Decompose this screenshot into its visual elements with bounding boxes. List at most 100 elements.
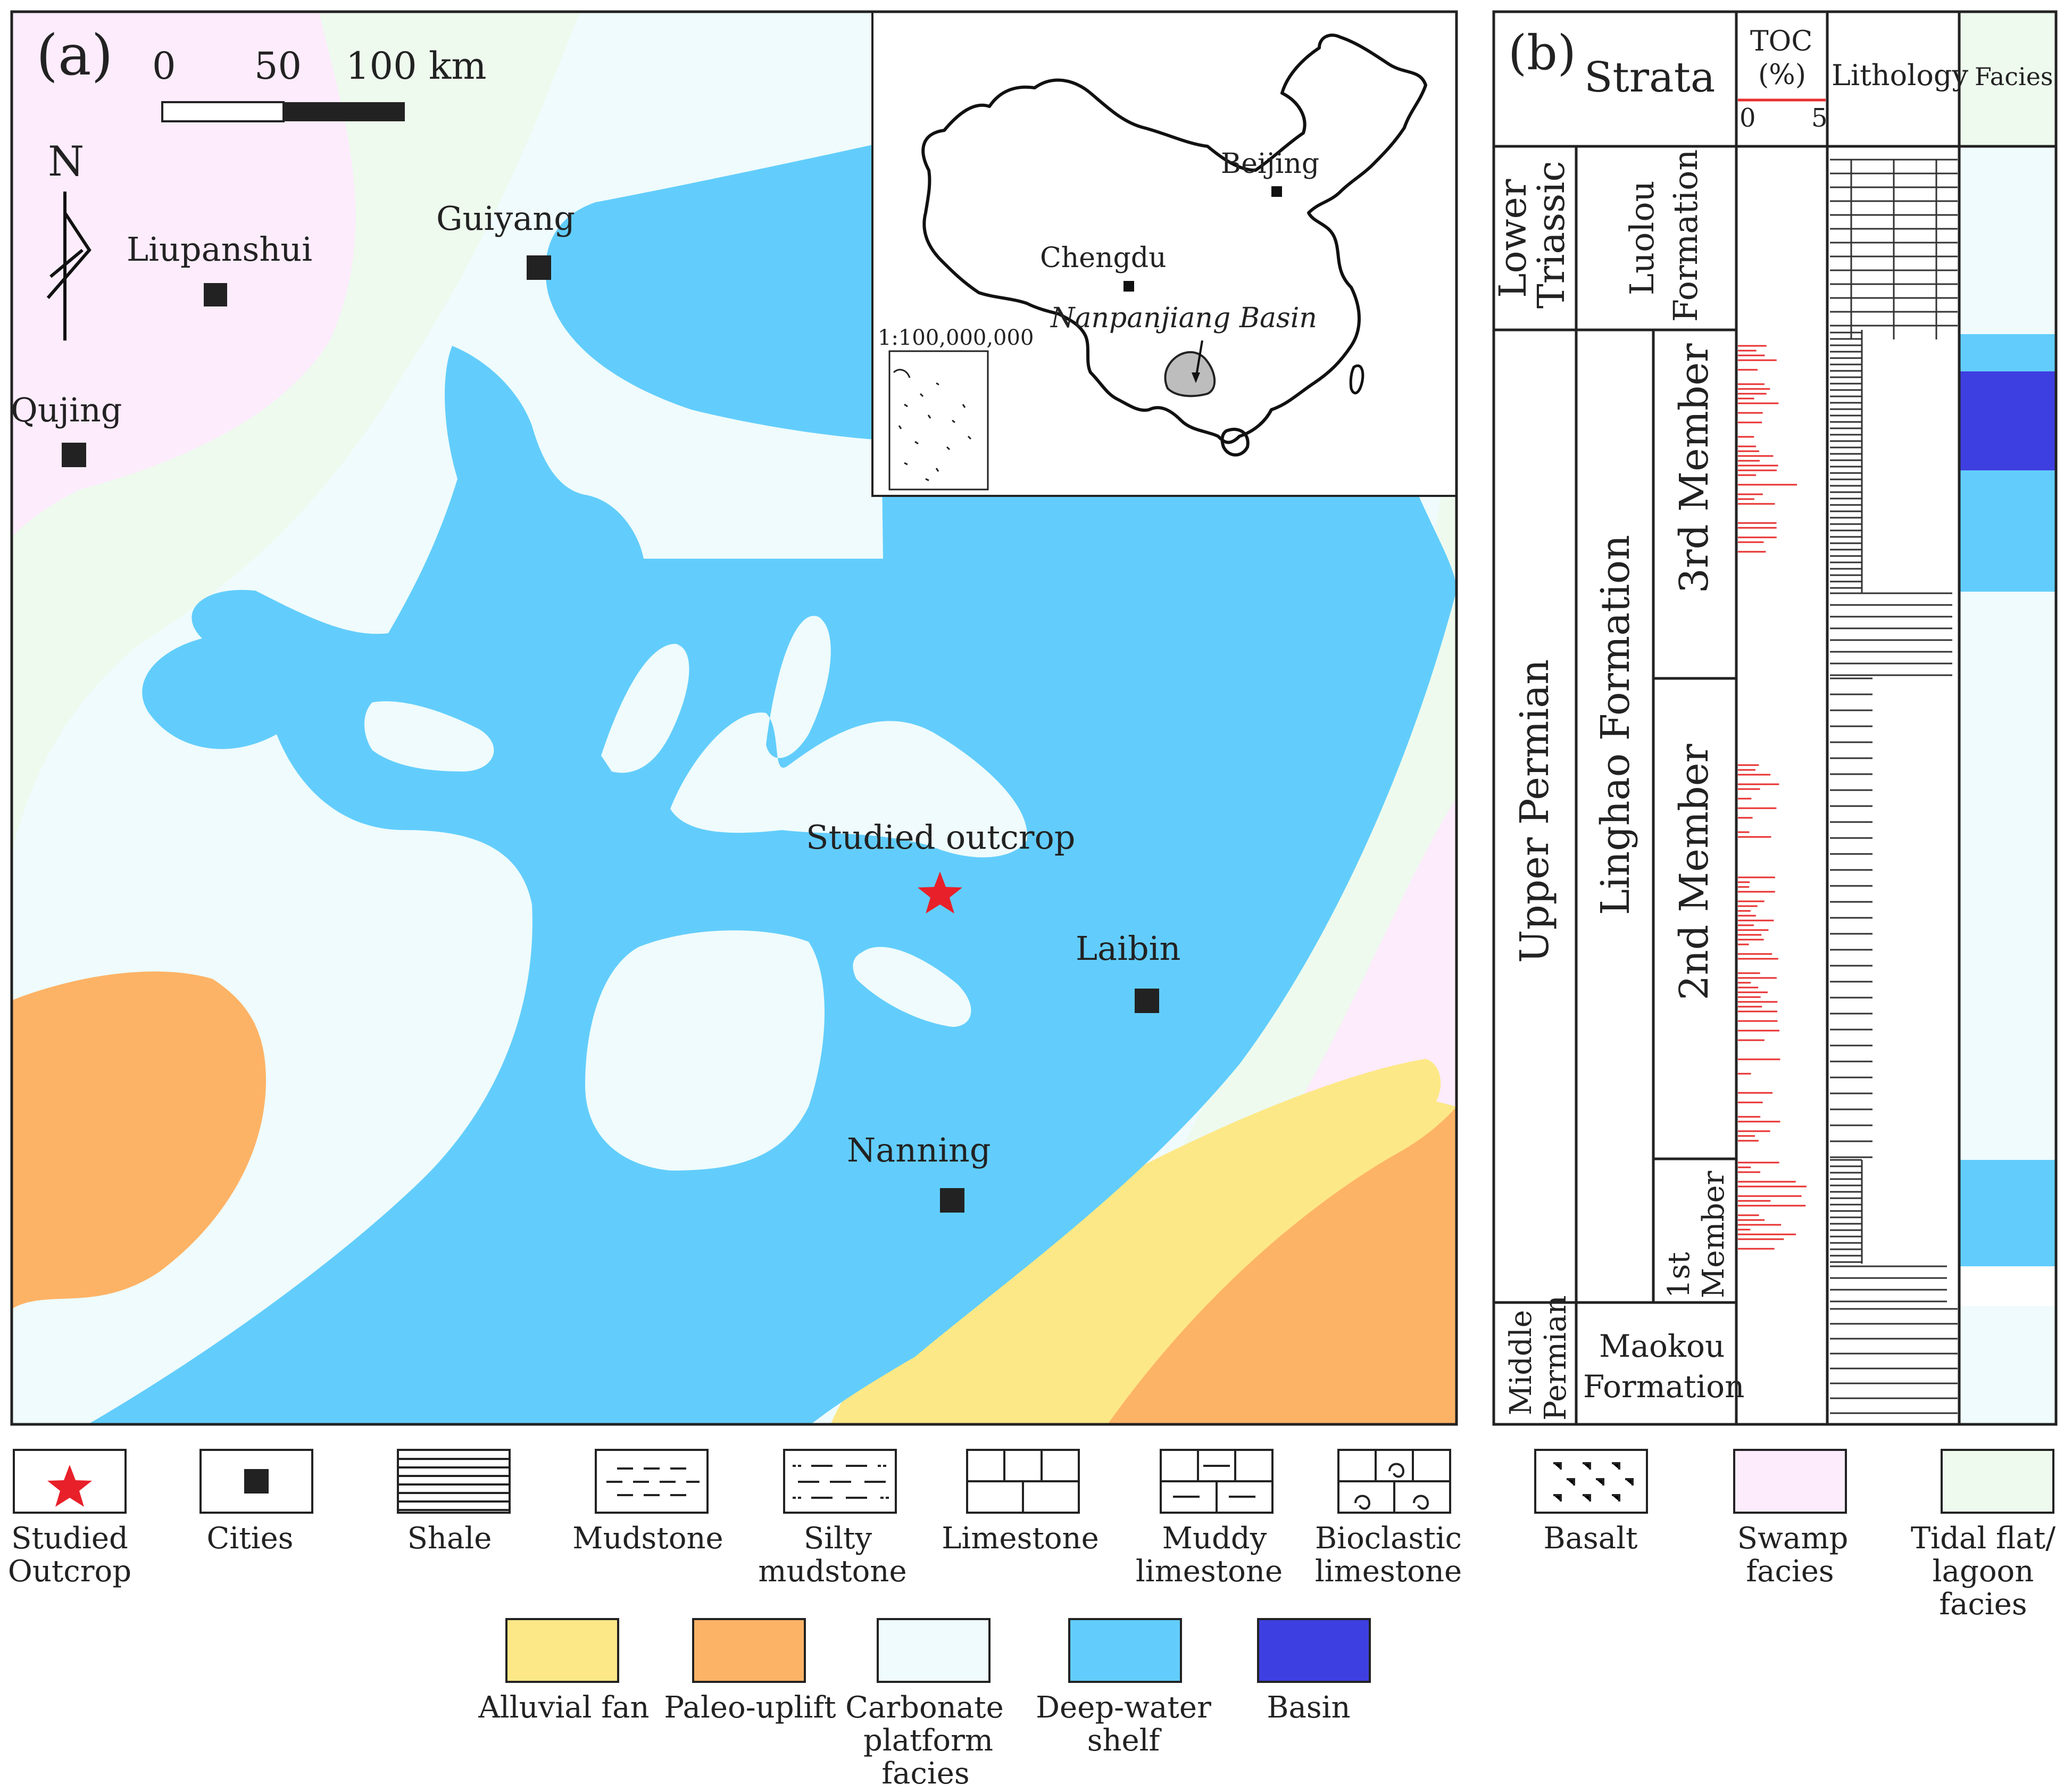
legend-box-alluvial: [505, 1618, 619, 1683]
map-frame: [10, 10, 1458, 1426]
series-lower-1: Lower: [1491, 179, 1535, 298]
legend-label-bioclastic-1: Bioclastic: [1315, 1521, 1462, 1556]
legend-label-deepwater-2: shelf: [1087, 1723, 1162, 1758]
legend-label-mudstone: Mudstone: [572, 1521, 723, 1556]
facies-white-gap: [1959, 1266, 2056, 1306]
basin-label: Nanpanjiang Basin: [1050, 302, 1317, 334]
member-first-1: 1st: [1662, 1252, 1696, 1298]
guiyang-label: Guiyang: [436, 199, 575, 238]
paleo-uplift-region-sw: [12, 971, 266, 1309]
north-arrow: N: [46, 138, 91, 341]
liupanshui-label: Liupanshui: [127, 230, 312, 269]
legend: Studied Outcrop Cities Shale Mudstone Si…: [8, 1449, 2055, 1791]
legend-box-basalt: [1534, 1449, 1648, 1514]
legend-box-carbonate: [877, 1618, 991, 1683]
toc-header-2: (%): [1758, 59, 1806, 91]
member-second: 2nd Member: [1671, 743, 1717, 1000]
taiwan-island: [1349, 364, 1364, 395]
legend-label-muddy-2: limestone: [1136, 1554, 1283, 1589]
scale-tick-100: 100 km: [346, 44, 487, 88]
series-upper: Upper Permian: [1512, 659, 1558, 963]
qujing-marker: [62, 443, 86, 467]
scale-tick-50: 50: [254, 44, 302, 88]
legend-box-paleo: [692, 1618, 806, 1683]
paleo-uplift-region-se: [1108, 1107, 1457, 1424]
hainan-island: [1220, 427, 1250, 457]
formation-linghao: Linghao Formation: [1593, 535, 1638, 915]
liupanshui-marker: [204, 283, 227, 306]
member-first-2: Member: [1696, 1171, 1731, 1298]
legend-label-tidal-1: Tidal flat/: [1911, 1521, 2055, 1556]
china-outline: [921, 34, 1427, 444]
legend-box-deepwater: [1068, 1618, 1182, 1683]
laibin-label: Laibin: [1076, 929, 1180, 968]
column-panel: (b) Strata TOC (%) 0 5 Lithology Facies …: [1491, 10, 2058, 1426]
nanning-marker: [940, 1188, 964, 1213]
strata-header: Strata: [1584, 54, 1715, 102]
facies-deepwater-1: [1959, 334, 2056, 371]
toc-bars: [1738, 345, 1807, 1250]
legend-label-bioclastic-2: limestone: [1315, 1554, 1462, 1589]
chengdu-label: Chengdu: [1040, 242, 1167, 274]
legend-label-limestone: Limestone: [942, 1521, 1099, 1556]
formation-luolou-2: Formation: [1666, 150, 1705, 322]
toc-header-1: TOC: [1750, 26, 1812, 57]
legend-box-swamp: [1733, 1449, 1847, 1514]
column-frame: [1492, 10, 2058, 1426]
legend-box-muddy-limestone: [1160, 1449, 1274, 1514]
lithology-header: Lithology: [1832, 59, 1968, 92]
panel-b-label: (b): [1508, 25, 1576, 81]
legend-label-paleo: Paleo-uplift: [664, 1690, 836, 1725]
series-middle-1: Middle: [1504, 1310, 1538, 1415]
legend-label-shale: Shale: [407, 1521, 492, 1556]
facies-deepwater-2: [1959, 470, 2056, 592]
nanning-label: Nanning: [847, 1131, 991, 1169]
member-third: 3rd Member: [1671, 343, 1717, 593]
legend-box-bioclastic-limestone: [1337, 1449, 1451, 1514]
facies-deepwater-3: [1959, 1160, 2056, 1266]
legend-label-carbonate-3: facies: [881, 1756, 969, 1791]
south-china-sea-inset: [888, 350, 989, 491]
map-panel: Beijing Chengdu Nanpanjiang Basin 1:100,…: [10, 10, 1458, 1426]
legend-label-basalt: Basalt: [1543, 1521, 1638, 1556]
north-label: N: [48, 138, 84, 186]
facies-basin: [1959, 371, 2056, 470]
legend-label-carbonate-1: Carbonate: [845, 1690, 1004, 1725]
legend-box-basin: [1257, 1618, 1371, 1683]
swamp-region-nw: [12, 12, 356, 537]
scale-bar: 0 50 100 km: [152, 44, 487, 122]
legend-label-basin: Basin: [1267, 1690, 1350, 1725]
scale-tick-0: 0: [152, 44, 176, 88]
legend-label-silty-2: mudstone: [758, 1554, 906, 1589]
legend-label-silty-1: Silty: [804, 1521, 872, 1556]
series-lower-2: Triassic: [1529, 161, 1573, 309]
toc-max: 5: [1811, 103, 1828, 133]
formation-maokou-1: Maokou: [1599, 1328, 1725, 1364]
guiyang-marker: [527, 255, 551, 280]
beijing-label: Beijing: [1221, 148, 1319, 180]
legend-box-mudstone: [595, 1449, 709, 1514]
basin-pointer-head: [1192, 372, 1200, 383]
series-middle-2: Permian: [1538, 1295, 1573, 1421]
legend-city-icon: [244, 1469, 269, 1494]
legend-label-swamp-2: facies: [1746, 1554, 1834, 1589]
facies-header-tidal: [1959, 12, 2056, 146]
legend-label-carbonate-2: platform: [863, 1723, 993, 1758]
inset-map: Beijing Chengdu Nanpanjiang Basin 1:100,…: [871, 11, 1458, 497]
qujing-label: Qujing: [11, 391, 122, 429]
legend-label-studied-1: Studied: [11, 1521, 128, 1556]
legend-label-deepwater-1: Deep-water: [1036, 1690, 1211, 1725]
south-china-sea-islands: [893, 369, 972, 482]
legend-box-shale: [397, 1449, 511, 1514]
laibin-marker: [1135, 989, 1159, 1013]
beijing-marker: [1271, 186, 1282, 197]
inset-scale-label: 1:100,000,000: [878, 326, 1034, 350]
studied-outcrop-label: Studied outcrop: [806, 818, 1075, 857]
facies-header: Facies: [1975, 62, 2053, 91]
legend-label-alluvial: Alluvial fan: [478, 1690, 649, 1725]
legend-label-cities: Cities: [206, 1521, 293, 1556]
chengdu-marker: [1123, 281, 1134, 292]
legend-label-swamp-1: Swamp: [1737, 1521, 1849, 1556]
formation-maokou-2: Formation: [1583, 1368, 1744, 1405]
